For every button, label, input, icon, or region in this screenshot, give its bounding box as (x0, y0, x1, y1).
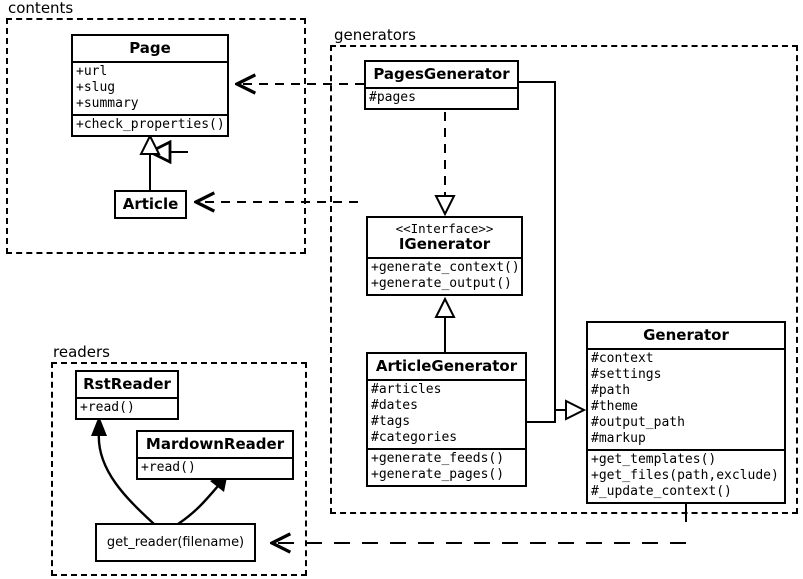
class-page-attribute: +summary (76, 96, 139, 111)
class-igenerator-method: +generate_output() (371, 276, 512, 291)
class-igenerator-title: IGenerator (398, 235, 491, 253)
class-generator-attribute: #output_path (591, 415, 685, 430)
class-mardown-reader[interactable]: MardownReader +read() (136, 430, 294, 480)
function-get-reader[interactable]: get_reader(filename) (95, 523, 256, 562)
package-contents-label: contents (6, 0, 76, 17)
class-article-title: Article (122, 195, 179, 213)
class-article-generator-method: +generate_feeds() (371, 451, 505, 466)
package-readers-border (51, 362, 307, 576)
class-article-generator-attribute: #dates (371, 398, 418, 413)
class-rst-reader[interactable]: RstReader +read() (75, 370, 179, 420)
class-article-generator-methods: +generate_feeds() +generate_pages() (368, 448, 525, 485)
class-igenerator-method: +generate_context() (371, 260, 520, 275)
class-page-method: +check_properties() (76, 117, 225, 132)
class-rst-reader-methods: +read() (77, 397, 177, 418)
class-page-methods: +check_properties() (73, 114, 227, 135)
class-mardown-reader-title: MardownReader (145, 435, 285, 453)
class-article-generator-title: ArticleGenerator (375, 357, 518, 375)
class-generator-attribute: #settings (591, 367, 662, 382)
class-page-attributes: +url +slug +summary (73, 61, 227, 114)
class-igenerator-methods: +generate_context() +generate_output() (368, 257, 521, 294)
class-generator-attribute: #markup (591, 431, 646, 446)
class-generator-attribute: #context (591, 351, 654, 366)
class-generator-attributes: #context #settings #path #theme #output_… (588, 348, 784, 449)
class-pages-generator-title: PagesGenerator (373, 65, 510, 83)
package-generators-label: generators (332, 26, 418, 44)
class-generator-method: #_update_context() (591, 484, 732, 499)
class-page-attribute: +slug (76, 80, 116, 95)
class-article-generator[interactable]: ArticleGenerator #articles #dates #tags … (366, 352, 527, 487)
class-generator-method: +get_files(path,exclude) (591, 468, 779, 483)
package-contents-border (6, 18, 306, 254)
class-article[interactable]: Article (114, 190, 187, 219)
class-article-generator-attribute: #categories (371, 430, 458, 445)
class-igenerator-stereotype: <<Interface>> (395, 221, 494, 236)
class-pages-generator-attribute: #pages (369, 90, 416, 105)
class-article-generator-attribute: #articles (371, 382, 442, 397)
class-generator-methods: +get_templates() +get_files(path,exclude… (588, 449, 784, 502)
package-readers-label: readers (51, 343, 112, 361)
class-pages-generator-attributes: #pages (366, 87, 517, 108)
class-generator-attribute: #path (591, 383, 631, 398)
class-generator[interactable]: Generator #context #settings #path #them… (586, 321, 786, 504)
class-page-title: Page (129, 39, 171, 57)
class-page-attribute: +url (76, 64, 108, 79)
class-article-generator-attribute: #tags (371, 414, 411, 429)
class-generator-attribute: #theme (591, 399, 638, 414)
class-mardown-reader-methods: +read() (138, 457, 292, 478)
function-get-reader-label: get_reader(filename) (106, 535, 245, 550)
class-article-generator-method: +generate_pages() (371, 467, 505, 482)
package-generators-border (330, 45, 798, 514)
class-rst-reader-title: RstReader (83, 375, 171, 393)
class-page[interactable]: Page +url +slug +summary +check_properti… (71, 34, 229, 137)
class-pages-generator[interactable]: PagesGenerator #pages (364, 60, 519, 110)
class-generator-title: Generator (643, 326, 729, 344)
class-generator-method: +get_templates() (591, 452, 717, 467)
class-igenerator[interactable]: <<Interface>> IGenerator +generate_conte… (366, 216, 523, 296)
class-mardown-reader-method: +read() (141, 460, 196, 475)
class-rst-reader-method: +read() (80, 400, 135, 415)
class-article-generator-attributes: #articles #dates #tags #categories (368, 379, 525, 448)
